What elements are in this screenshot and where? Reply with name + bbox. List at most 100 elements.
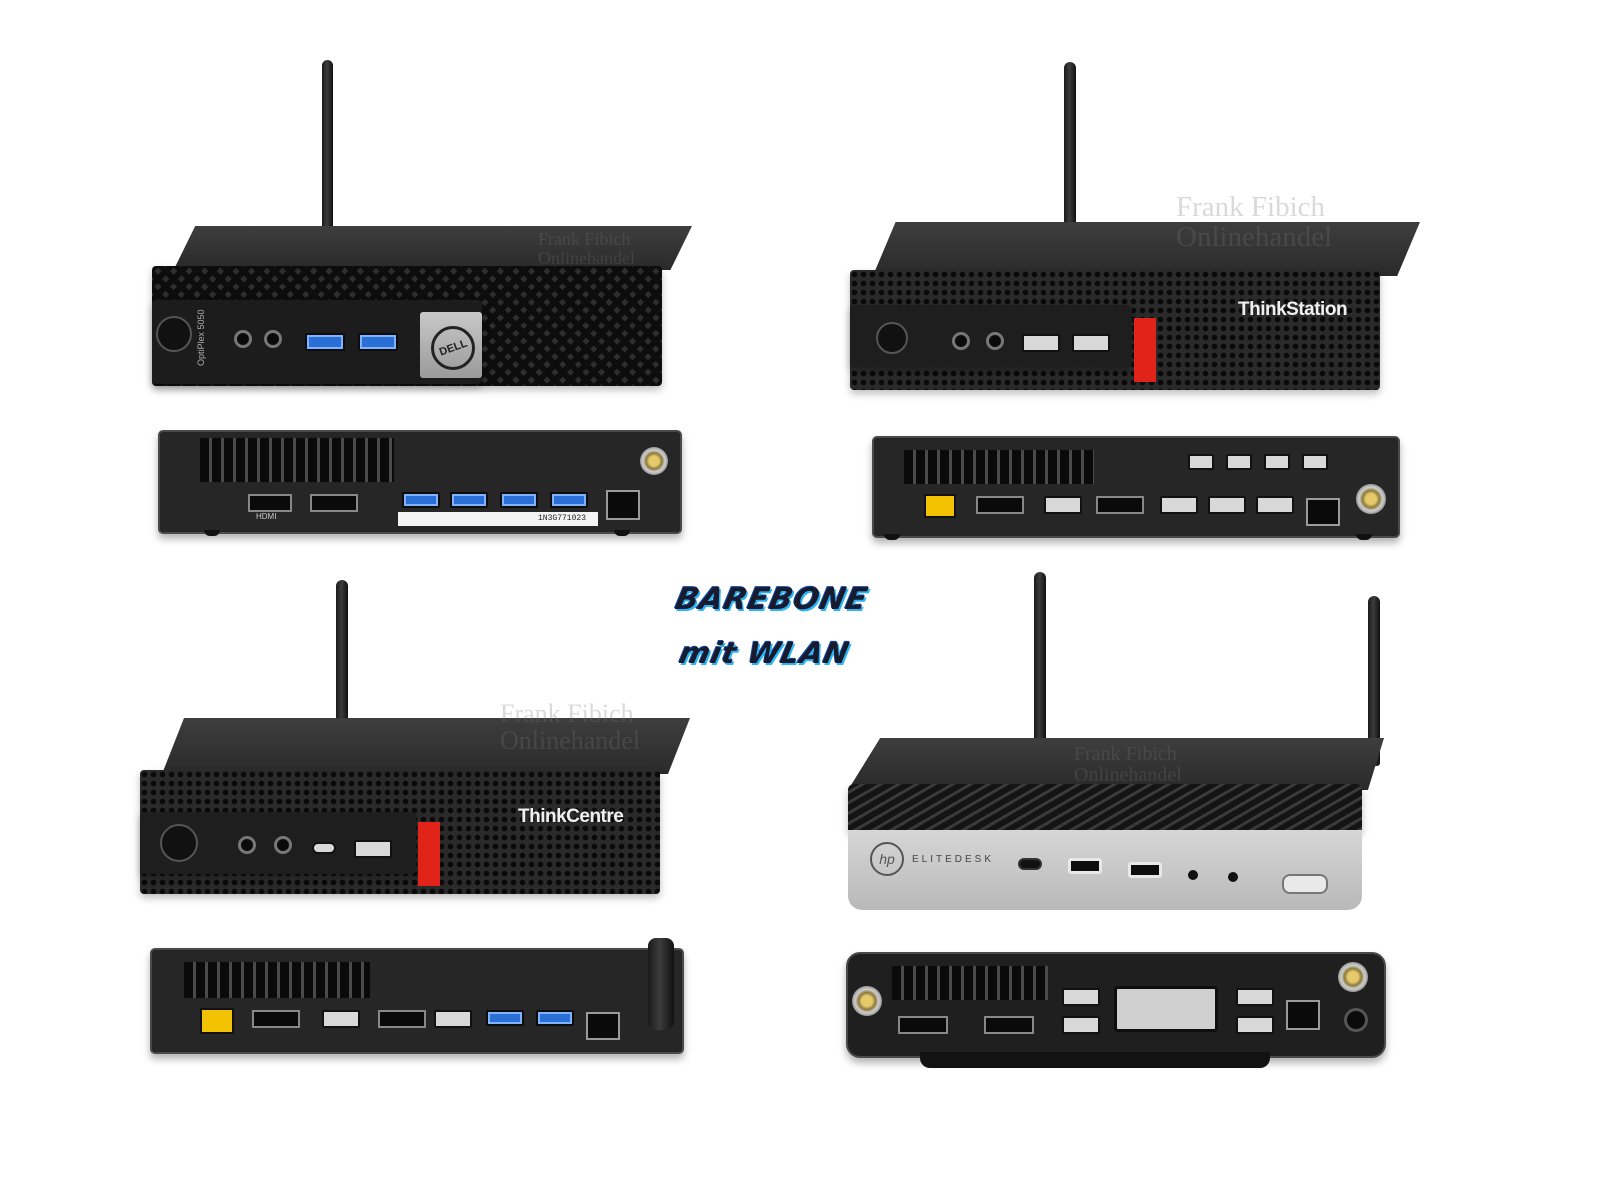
dell-rear-usb-4 [550, 492, 588, 508]
hp-rear-base [920, 1052, 1270, 1068]
hp-top-cover [848, 738, 1384, 790]
thinkstation-foot-right [1356, 534, 1372, 540]
watermark-dell: Frank Fibich Onlinehandel [538, 230, 635, 268]
thinkcentre-rear-usb-3 [486, 1010, 524, 1026]
dell-foot-left [204, 530, 220, 536]
thinkcentre-power-input [200, 1008, 234, 1034]
thinkcentre-top-cover [162, 718, 690, 774]
hp-power-input [1344, 1008, 1368, 1032]
hp-front-panel [848, 784, 1362, 832]
hp-antenna-connector-left [852, 986, 882, 1016]
dell-displayport [310, 494, 358, 512]
hp-rear-usb-3 [1236, 988, 1274, 1006]
thinkstation-front-usb-2 [1072, 334, 1110, 352]
hp-vga-port [1114, 986, 1218, 1032]
dell-serial-text: 1N3G771023 [538, 514, 587, 523]
watermark-line1: Frank Fibich [1074, 743, 1177, 765]
dell-rear-usb-3 [500, 492, 538, 508]
dell-audio-jack [264, 330, 282, 348]
thinkstation-antenna-connector [1356, 484, 1386, 514]
thinkcentre-rear-vents [184, 962, 370, 998]
thinkcentre-antenna [336, 580, 348, 730]
hp-brand-text: ELITEDESK [912, 854, 995, 865]
thinkstation-power-input [924, 494, 956, 518]
thinkcentre-rear-usb-1 [322, 1010, 360, 1028]
dell-logo-text: DELL [437, 337, 469, 359]
hp-antenna-connector-right [1338, 962, 1368, 992]
thinkstation-ethernet-port [1306, 498, 1340, 526]
watermark-line1: Frank Fibich [500, 699, 634, 728]
thinkcentre-hdmi [378, 1010, 426, 1028]
thinkcentre-red-lenovo-tab [418, 822, 440, 886]
thinkstation-rear-usb-4 [1256, 496, 1294, 514]
hp-antenna-left [1034, 572, 1046, 742]
dell-hdmi-port [248, 494, 292, 512]
dell-rear-vents [200, 438, 394, 482]
thinkcentre-power-button [160, 824, 198, 862]
thinkstation-rear-usb-2 [1160, 496, 1198, 514]
thinkstation-rear-vents [904, 450, 1094, 484]
dell-headset-jack [234, 330, 252, 348]
watermark-thinkstation: Frank Fibich Onlinehandel [1176, 192, 1332, 253]
watermark-hp: Frank Fibich Onlinehandel [1074, 744, 1182, 786]
hp-rear-usb-1 [1062, 988, 1100, 1006]
hp-antenna-right [1368, 596, 1380, 766]
thinkstation-power-button [876, 322, 908, 354]
dell-antenna [322, 60, 333, 235]
title-mit-wlan: mit WLAN [676, 636, 853, 670]
watermark-line1: Frank Fibich [1176, 191, 1326, 223]
hp-silver-faceplate [848, 830, 1362, 910]
hp-front-usb-2 [1128, 862, 1162, 878]
thinkcentre-mic-jack [238, 836, 256, 854]
thinkstation-headphone-jack [986, 332, 1004, 350]
hp-displayport-1 [898, 1016, 948, 1034]
dell-logo: DELL [431, 326, 475, 370]
thinkstation-minidp-1 [1188, 454, 1214, 470]
hp-logo: hp [870, 842, 904, 876]
thinkstation-rear-usb-3 [1208, 496, 1246, 514]
thinkstation-red-lenovo-tab [1134, 318, 1156, 382]
dell-front-usb-1 [305, 333, 345, 351]
thinkcentre-usb-c [312, 842, 336, 854]
thinkstation-brand-logo: ThinkStation [1238, 299, 1348, 320]
watermark-line2: Onlinehandel [1074, 764, 1182, 786]
thinkcentre-brand-logo: ThinkCentre [518, 806, 624, 827]
thinkstation-foot-left [884, 534, 900, 540]
watermark-line2: Onlinehandel [538, 247, 635, 268]
title-barebone: BAREBONE [672, 582, 872, 617]
hp-logo-text: hp [879, 851, 895, 867]
dell-top-cover [173, 226, 692, 270]
hp-front-usb-1 [1068, 858, 1102, 874]
thinkstation-mic-jack [952, 332, 970, 350]
hp-mic-jack [1228, 872, 1238, 882]
dell-power-button [156, 316, 192, 352]
thinkcentre-rear-usb-4 [536, 1010, 574, 1026]
thinkcentre-rear-antenna [648, 938, 674, 1030]
hp-displayport-2 [984, 1016, 1034, 1034]
hp-rear-usb-2 [1062, 1016, 1100, 1034]
thinkstation-displayport-2 [1096, 496, 1144, 514]
hp-usb-c [1018, 858, 1042, 870]
thinkstation-minidp-2 [1226, 454, 1252, 470]
hp-power-button [1282, 874, 1328, 894]
hp-rear-vents [892, 966, 1048, 1000]
hp-rear-usb-4 [1236, 1016, 1274, 1034]
thinkcentre-rear-usb-2 [434, 1010, 472, 1028]
thinkstation-minidp-4 [1302, 454, 1328, 470]
dell-serial-label: 1N3G771023 [398, 512, 598, 526]
thinkcentre-front-usb [354, 840, 392, 858]
dell-antenna-connector [640, 447, 668, 475]
watermark-line2: Onlinehandel [1176, 221, 1333, 254]
watermark-line1: Frank Fibich [538, 229, 631, 249]
hp-headphone-jack [1188, 870, 1198, 880]
watermark-line2: Onlinehandel [500, 726, 641, 756]
thinkcentre-ethernet-port [586, 1012, 620, 1040]
thinkstation-minidp-3 [1264, 454, 1290, 470]
dell-hdmi-label: HDMI [256, 512, 277, 521]
thinkstation-rear-usb-1 [1044, 496, 1082, 514]
dell-ethernet-port [606, 490, 640, 520]
watermark-thinkcentre: Frank Fibich Onlinehandel [500, 700, 640, 755]
hp-ethernet-port [1286, 1000, 1320, 1030]
dell-front-usb-2 [358, 333, 398, 351]
thinkstation-antenna [1064, 62, 1076, 230]
